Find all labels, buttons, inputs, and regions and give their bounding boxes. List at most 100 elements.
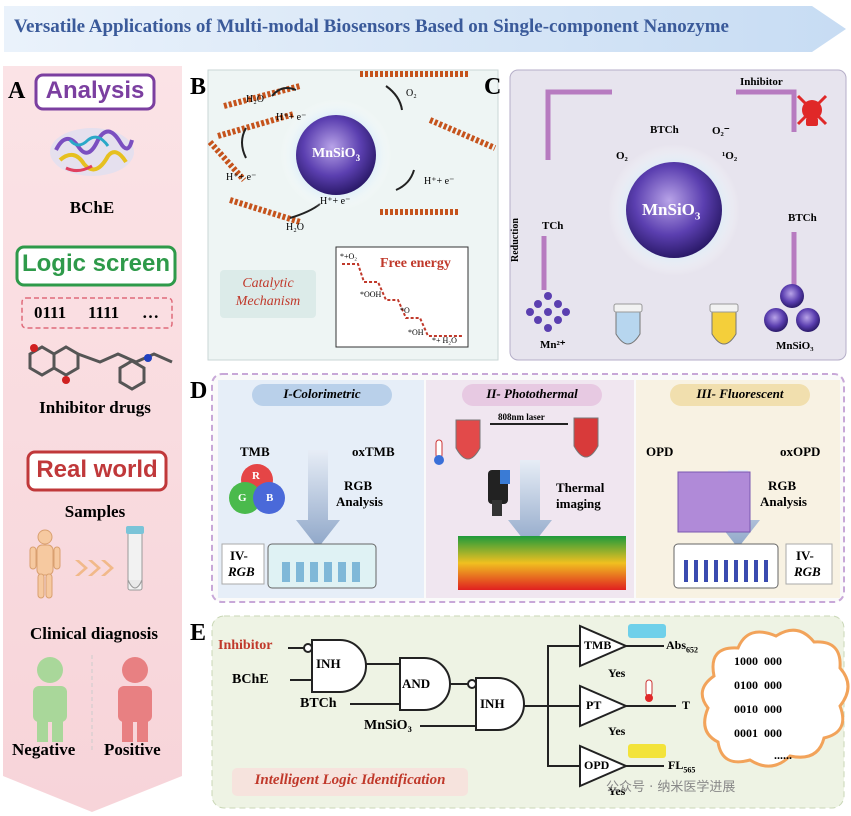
watermark: 公众号 · 纳米医学进展 [606, 780, 736, 795]
gate-inh-2-bubble [467, 679, 477, 689]
panel-a-letter: A [8, 78, 26, 104]
buffer-pt-label: PT [586, 698, 602, 712]
mn-ion-cluster-icon [526, 292, 570, 332]
c-o2-minus: O₂⁻ [712, 125, 730, 137]
logic-screen-box [15, 245, 177, 287]
panel-c-nanozyme-sphere [608, 144, 740, 276]
laser-label: 808nm laser [498, 412, 545, 422]
real-world-label: Real world [36, 456, 158, 483]
output-fl-sub: 565 [683, 765, 696, 775]
rgb-b: B [266, 492, 274, 504]
e-inhibitor: Inhibitor [218, 638, 273, 653]
inhibitor-drugs-label: Inhibitor drugs [39, 398, 151, 417]
oxtmb-label: oxTMB [352, 444, 395, 459]
opd-label: OPD [646, 444, 674, 459]
rgb-analysis-4: Analysis [760, 494, 807, 509]
mechanism-label: Mechanism [235, 294, 301, 309]
c-reduction-label: Reduction [510, 218, 521, 262]
output-fl-text: FL [668, 758, 684, 772]
code-3: … [142, 303, 159, 322]
iv-rgb-left-top: IV- [230, 548, 248, 563]
output-t: T [682, 698, 691, 712]
rgb-analysis-2: Analysis [336, 494, 383, 509]
c-mnsio3-bottom: MnSiO₃ [776, 340, 814, 352]
b-h2o-bottom: H₂O [286, 222, 304, 233]
human-body-icon [29, 529, 61, 599]
energy-h2o: *+ H₂O [432, 336, 457, 345]
c-o2-label: O₂ [616, 150, 628, 162]
code-1: 0111 [34, 303, 67, 322]
tab-colorimetric-bg [252, 384, 392, 406]
panel-b-nanozyme-label: MnSiO3 [312, 146, 360, 163]
e-bche: BChE [232, 672, 269, 687]
panel-c-pathway-arrows [541, 89, 797, 290]
analysis-label: Analysis [45, 77, 145, 104]
c-inhibitor-label: Inhibitor [740, 76, 783, 88]
laser-tube-right [573, 417, 599, 458]
buffer-opd [579, 744, 629, 788]
chevron-arrows-icon [75, 560, 114, 576]
b-he-1: H⁺+ e⁻ [276, 112, 307, 123]
tab-photothermal: II- Photothermal [486, 386, 578, 401]
catalytic-label: Catalytic [242, 276, 294, 291]
output-cloud [700, 628, 850, 768]
negative-person-icon [33, 657, 67, 742]
c-tch-label: TCh [542, 220, 564, 232]
footer-label: Intelligent Logic Identification [254, 772, 446, 788]
laser-tube-left [455, 419, 481, 460]
e-mnsio3: MnSiO₃ [364, 718, 412, 733]
b-he-4: H⁺+ e⁻ [320, 196, 351, 207]
free-energy-profile [342, 263, 462, 337]
bche-protein-icon [50, 128, 134, 176]
c-mn-label: Mn²⁺ [540, 339, 566, 351]
energy-o: *O [400, 306, 410, 315]
nanozyme-sub: 3 [355, 152, 361, 163]
blue-tube-icon [613, 303, 643, 345]
code-line-5: ...... [774, 748, 792, 762]
panel-b-crystal-chains [207, 71, 497, 225]
mnsio3-particles-icon [764, 284, 820, 332]
down-arrow-colorimetric [296, 450, 340, 548]
output-wires [626, 645, 676, 767]
c-nanozyme-text: MnSiO [642, 200, 695, 219]
catalytic-mechanism-box [220, 270, 316, 318]
output-abs: Abs652 [666, 638, 698, 654]
thermal-camera-icon [488, 470, 510, 516]
iv-rgb-left-bottom: RGB [228, 564, 255, 579]
positive-person-icon [118, 657, 152, 742]
nanozyme-text: MnSiO [312, 146, 356, 161]
buffer-tmb-label: TMB [584, 638, 612, 652]
tab-colorimetric: I-Colorimetric [283, 386, 361, 401]
buffer-tmb [579, 624, 629, 668]
gate-and [399, 657, 451, 711]
phone-bars-fluorescent [684, 560, 768, 582]
panel-d-letter: D [190, 378, 208, 404]
c-singlet-o2: ¹O₂ [722, 150, 738, 162]
rgb-venn-icon [229, 464, 285, 514]
thermal-2: imaging [556, 496, 601, 511]
output-abs-text: Abs [666, 638, 687, 652]
c-btch-top: BTCh [650, 124, 679, 136]
phone-wells-colorimetric [282, 562, 360, 582]
thermal-1: Thermal [556, 480, 605, 495]
rgb-r: R [252, 470, 260, 482]
banner-title: Versatile Applications of Multi-modal Bi… [14, 16, 729, 37]
bche-label: BChE [69, 198, 115, 217]
samples-label: Samples [64, 502, 126, 521]
footer-label-box [232, 768, 468, 796]
sample-tube-icon [126, 526, 144, 591]
energy-ooh: *OOH [360, 290, 382, 299]
thermometer-icon [434, 439, 444, 465]
gate-inh2-label: INH [480, 696, 505, 711]
b-h2o-top: H₂O [246, 94, 264, 105]
oxopd-label: oxOPD [780, 444, 821, 459]
code-line-4: 0001 000 [734, 726, 782, 740]
energy-o2: *+O₂ [340, 252, 358, 261]
yellow-tube-icon [709, 303, 739, 345]
code-line-1: 1000 000 [734, 654, 782, 668]
yes-3: Yes [608, 784, 626, 798]
code-2: 1111 [88, 303, 120, 322]
buffer-pt [579, 684, 629, 728]
b-he-2: H⁺+ e⁻ [424, 176, 455, 187]
